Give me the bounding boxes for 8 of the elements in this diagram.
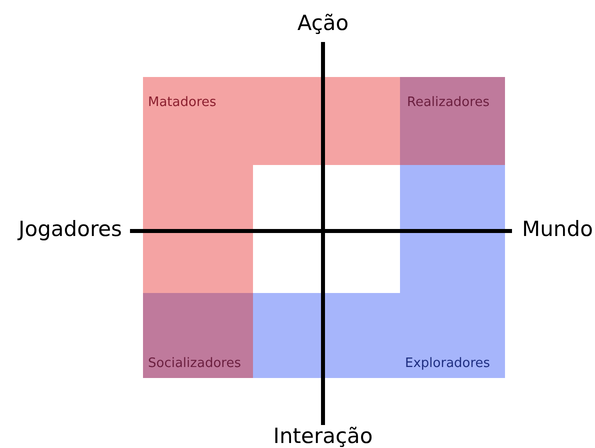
quadrant-label: Matadores [148,96,216,109]
axis-label: Mundo [522,219,593,240]
quadrant-label: Exploradores [405,356,490,370]
axis-label: Interação [273,426,373,448]
axis-label: Jogadores [18,219,122,240]
axis-label: Ação [297,13,349,34]
quadrant-label: Socializadores [148,356,241,370]
quadrant-label: Realizadores [407,96,490,109]
